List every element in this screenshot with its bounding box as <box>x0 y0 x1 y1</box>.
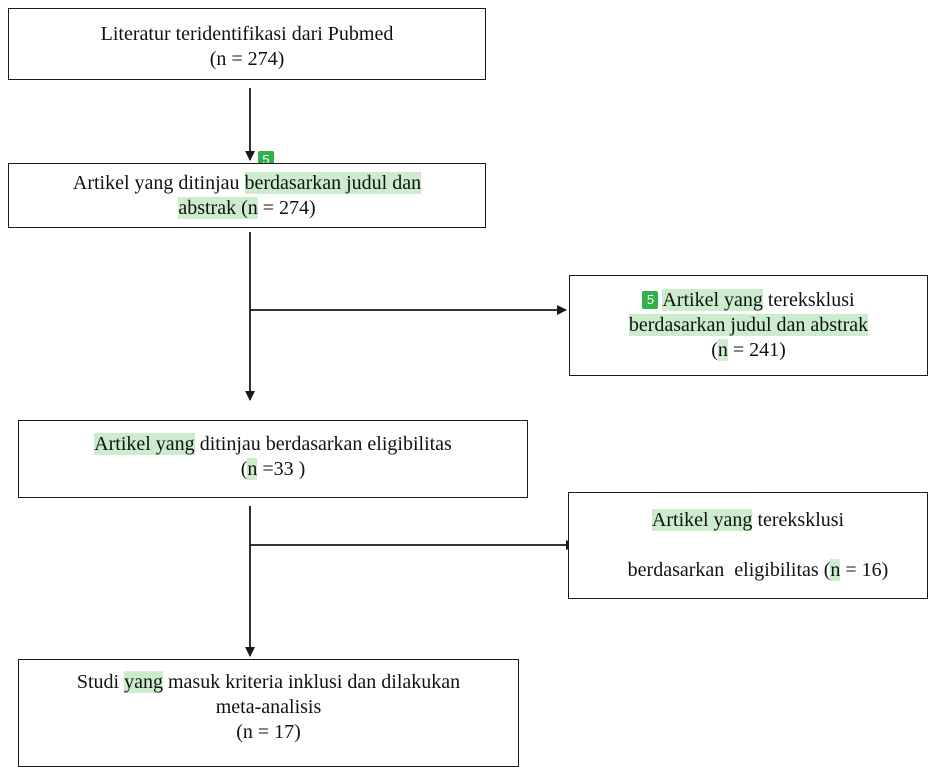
included-line1: Studi yang masuk kriteria inklusi dan di… <box>76 671 461 693</box>
identified-line1: Literatur teridentifikasi dari Pubmed <box>100 23 394 45</box>
box-excluded-title-abstract: 5 Artikel yang tereksklusi berdasarkan j… <box>569 275 928 376</box>
highlight: berdasarkan judul dan <box>244 172 422 194</box>
box-eligibility: Artikel yang ditinjau berdasarkan eligib… <box>18 420 528 498</box>
excluded-elig-line1: Artikel yang tereksklusi <box>651 509 845 531</box>
highlight: abstrak ( <box>178 197 248 219</box>
highlight: n <box>830 559 841 581</box>
highlight: n <box>247 197 258 219</box>
highlight: Artikel yang <box>662 289 763 311</box>
included-count: (n = 17) <box>236 721 301 743</box>
excluded-title-count: (n = 241) <box>711 339 786 361</box>
highlight: Artikel yang <box>651 509 753 531</box>
screened-count: abstrak (n = 274) <box>178 197 316 219</box>
highlight: n <box>717 339 728 361</box>
box-screened: Artikel yang ditinjau berdasarkan judul … <box>8 163 486 228</box>
included-line2: meta-analisis <box>215 696 322 718</box>
highlight: n <box>247 458 258 480</box>
eligibility-count: (n =33 ) <box>240 458 306 480</box>
box-excluded-eligibility: Artikel yang tereksklusi berdasarkan eli… <box>568 492 928 599</box>
highlight: berdasarkan judul dan abstrak <box>628 314 869 336</box>
highlight: Artikel yang <box>94 433 195 455</box>
identified-count: (n = 274) <box>209 48 285 70</box>
box-included: Studi yang masuk kriteria inklusi dan di… <box>18 659 519 767</box>
comment-badge[interactable]: 5 <box>642 291 659 309</box>
excluded-elig-line2: berdasarkan eligibilitas (n = 16) <box>627 559 889 581</box>
screened-line1: Artikel yang ditinjau berdasarkan judul … <box>72 172 422 194</box>
excluded-title-line1: 5 Artikel yang tereksklusi <box>570 288 927 313</box>
highlight: yang <box>124 671 163 693</box>
excluded-title-line2: berdasarkan judul dan abstrak <box>570 313 927 338</box>
box-identified: Literatur teridentifikasi dari Pubmed (n… <box>8 8 486 80</box>
eligibility-line1: Artikel yang ditinjau berdasarkan eligib… <box>94 433 452 455</box>
